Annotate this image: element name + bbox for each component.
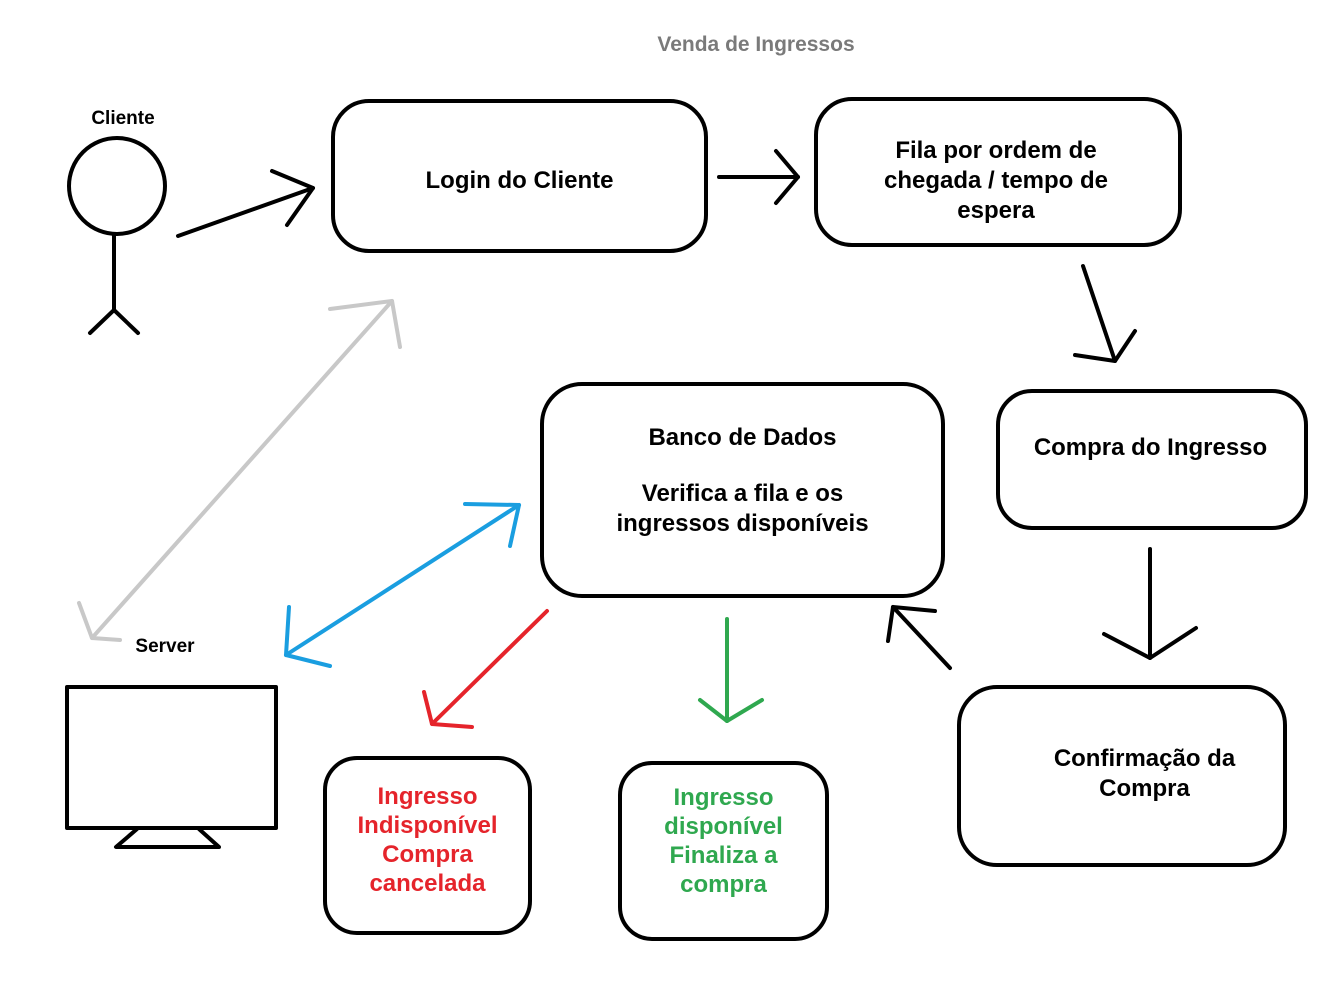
available-label-line-1: Ingresso bbox=[673, 784, 774, 811]
unavailable-label-line-1: Ingresso bbox=[377, 783, 478, 810]
database-body-line-2: ingressos disponíveis bbox=[616, 510, 869, 537]
unavailable-label: Ingresso Indisponível Compra cancelada bbox=[325, 782, 530, 898]
queue-label-line-2: chegada / tempo de bbox=[883, 167, 1109, 194]
client-label: Cliente bbox=[91, 108, 155, 129]
arrow-database-to-available bbox=[698, 617, 764, 723]
arrow-confirmation-to-database bbox=[886, 605, 952, 670]
arrow-server-to-database bbox=[284, 502, 521, 668]
available-label-line-2: disponível bbox=[664, 813, 783, 840]
arrow-queue-to-purchase bbox=[1073, 264, 1137, 363]
database-spacer bbox=[542, 453, 943, 479]
queue-label-line-1: Fila por ordem de bbox=[895, 137, 1097, 164]
diagram-title: Venda de Ingressos bbox=[657, 33, 855, 56]
database-label: Banco de Dados Verifica a fila e os ingr… bbox=[542, 423, 943, 539]
available-label: Ingresso disponível Finaliza a compra bbox=[620, 783, 827, 899]
confirmation-label-line-2: Compra bbox=[1099, 775, 1190, 802]
database-heading: Banco de Dados bbox=[648, 424, 837, 451]
arrow-database-to-unavailable bbox=[422, 609, 549, 729]
server-monitor-icon bbox=[65, 685, 278, 849]
database-box bbox=[540, 382, 945, 598]
arrow-login-to-queue bbox=[717, 149, 800, 205]
server-label: Server bbox=[135, 636, 195, 657]
client-stick-figure-icon bbox=[67, 136, 167, 335]
available-label-line-4: compra bbox=[680, 871, 767, 898]
unavailable-label-line-4: cancelada bbox=[369, 870, 486, 897]
queue-label-line-3: espera bbox=[957, 197, 1035, 224]
login-label: Login do Cliente bbox=[425, 167, 614, 194]
unavailable-box bbox=[323, 756, 532, 935]
available-label-line-3: Finaliza a bbox=[669, 842, 778, 869]
unavailable-label-line-3: Compra bbox=[382, 841, 473, 868]
queue-box bbox=[814, 97, 1182, 247]
confirmation-label: Confirmação da Compra bbox=[959, 744, 1330, 804]
queue-label: Fila por ordem de chegada / tempo de esp… bbox=[816, 136, 1176, 226]
purchase-box bbox=[996, 389, 1308, 530]
arrow-client-to-login bbox=[176, 169, 315, 238]
confirmation-box bbox=[957, 685, 1287, 867]
database-body-line-1: Verifica a fila e os bbox=[641, 480, 844, 507]
login-box bbox=[331, 99, 708, 253]
confirmation-label-line-1: Confirmação da bbox=[1053, 745, 1236, 772]
purchase-label: Compra do Ingresso bbox=[1033, 434, 1268, 461]
arrow-server-to-login bbox=[77, 299, 402, 642]
available-box bbox=[618, 761, 829, 941]
arrow-purchase-to-confirmation bbox=[1102, 547, 1198, 660]
unavailable-label-line-2: Indisponível bbox=[357, 812, 498, 839]
